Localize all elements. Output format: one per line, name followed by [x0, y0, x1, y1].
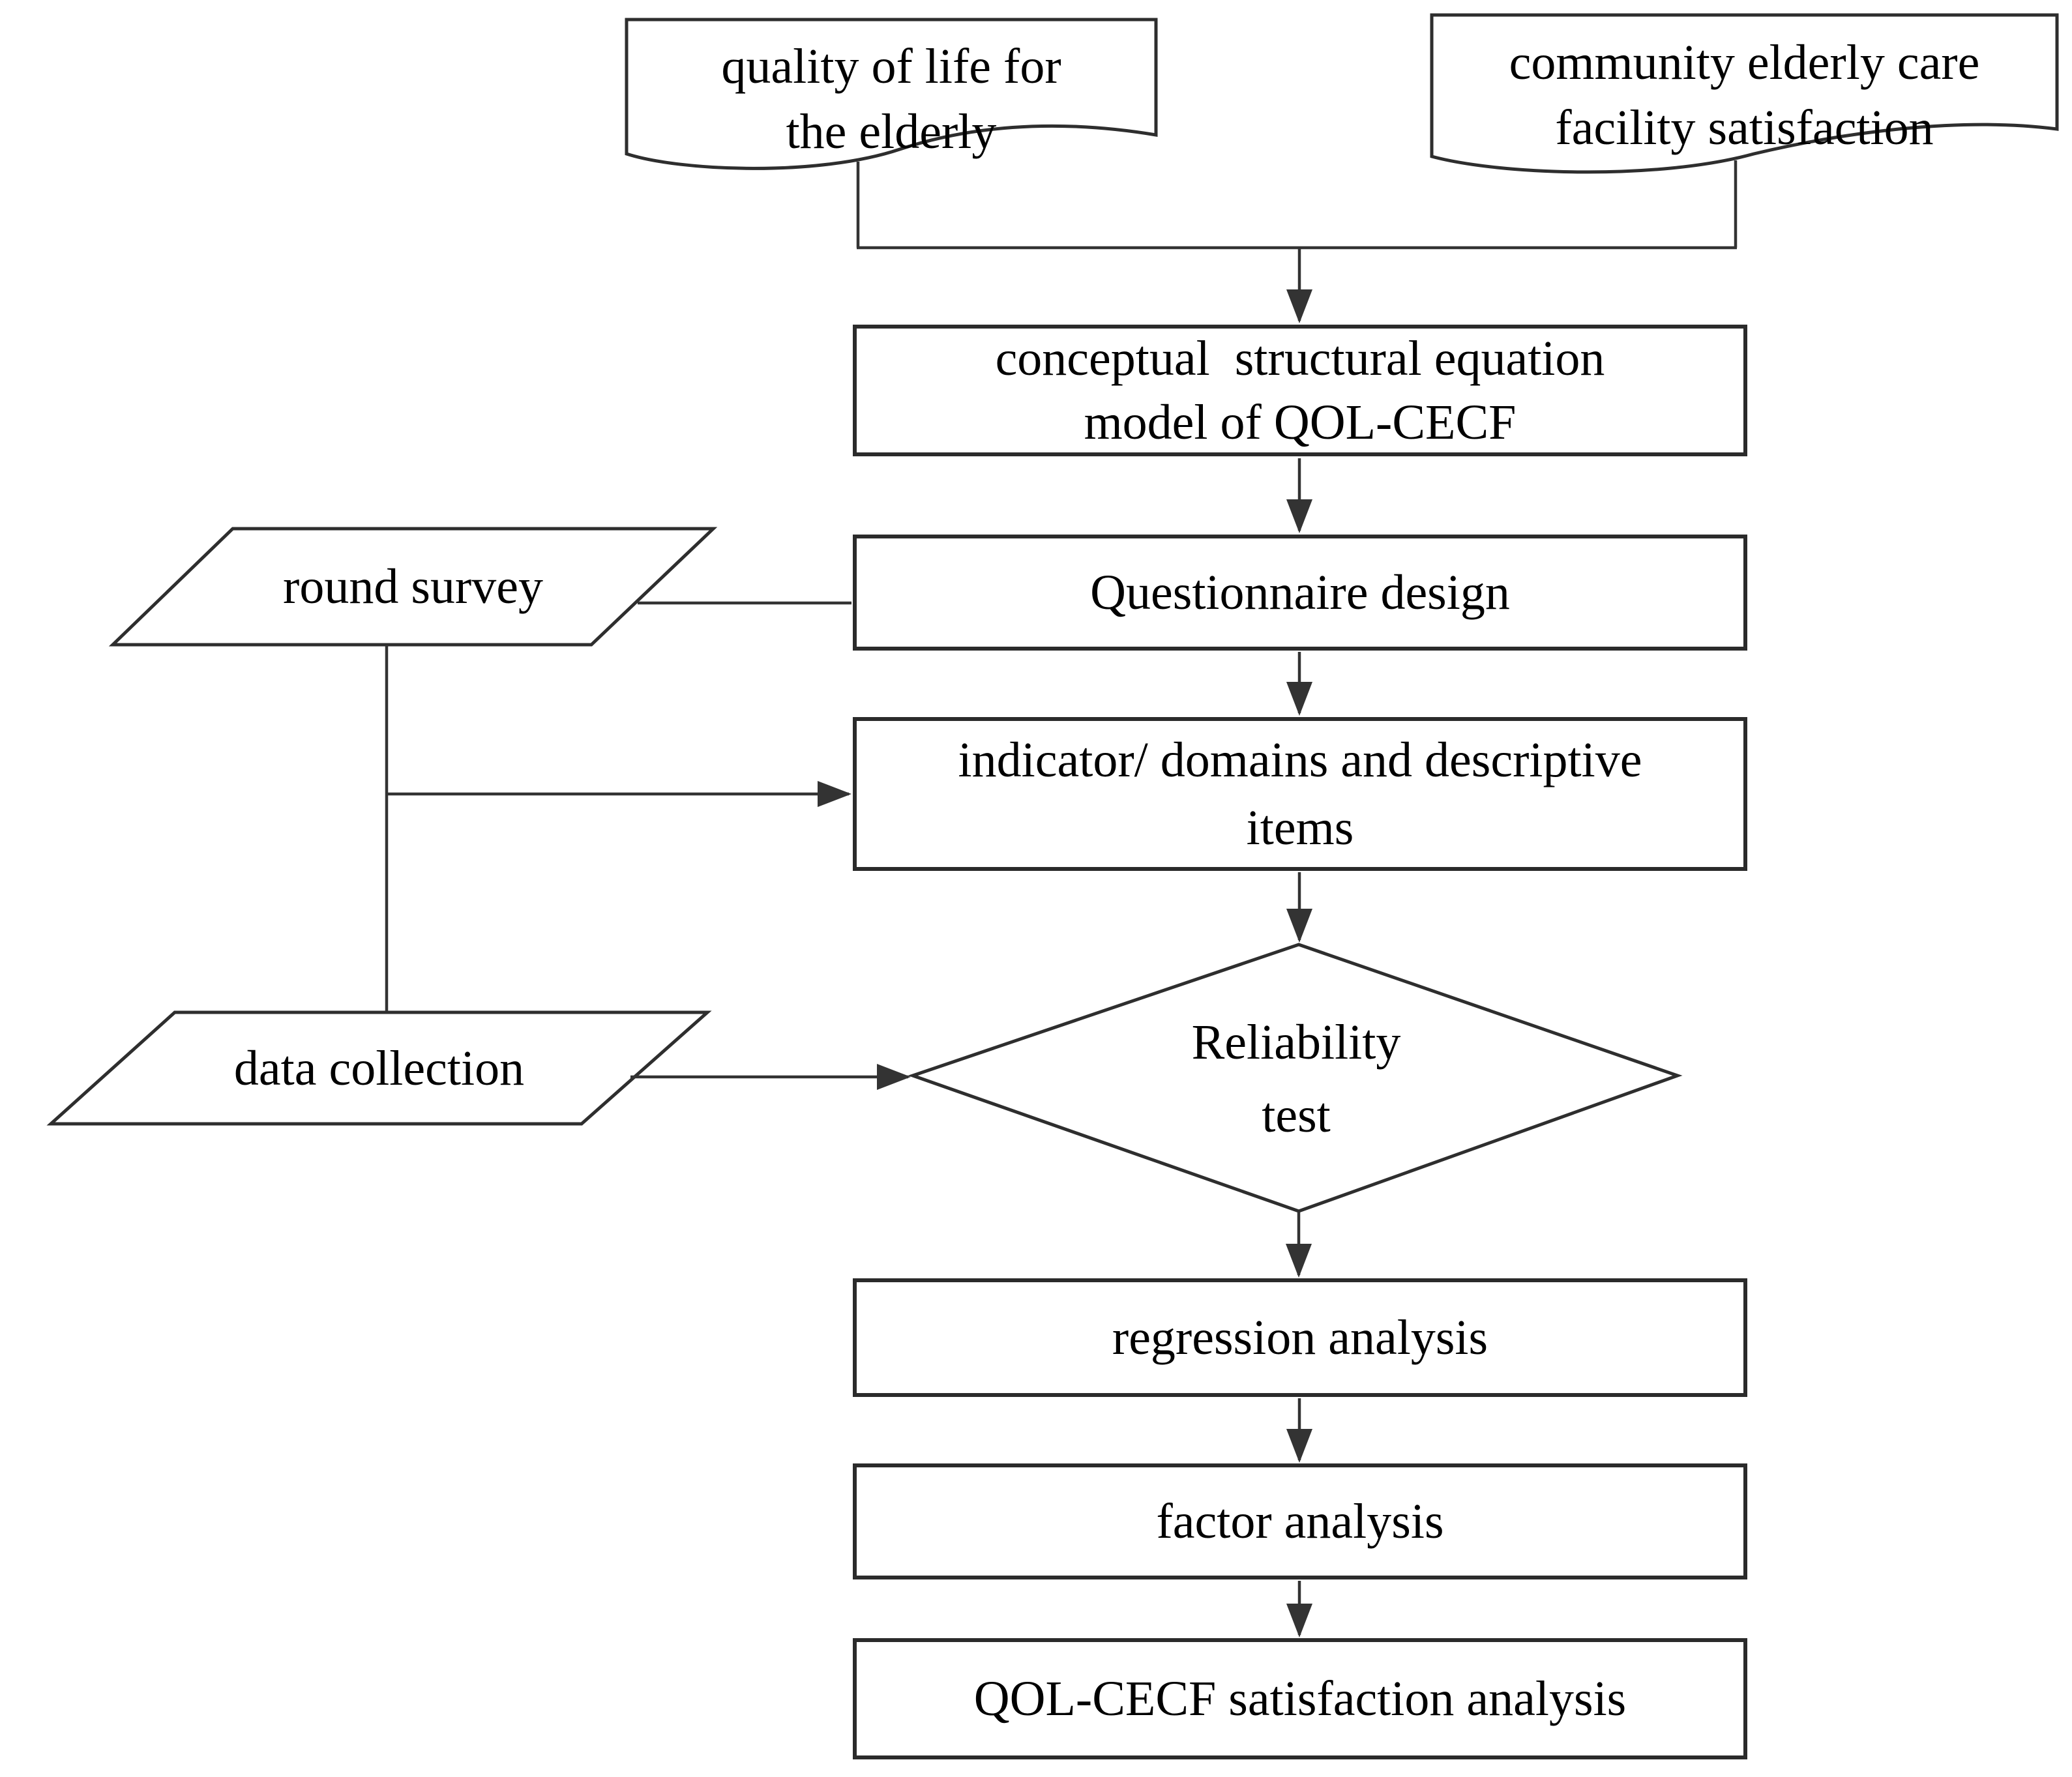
process-regression-analysis-label: regression analysis — [1112, 1310, 1488, 1365]
decision-reliability-test: Reliability test — [913, 945, 1680, 1213]
document-quality-of-life-line1: quality of life for — [721, 39, 1061, 94]
process-conceptual-model-line2: model of QOL-CECF — [1084, 395, 1517, 450]
data-round-survey: round survey — [111, 527, 715, 647]
decision-reliability-test-line2: test — [1262, 1088, 1331, 1143]
parallelogram-data-collection — [46, 1010, 712, 1126]
diamond-reliability-test — [908, 943, 1683, 1213]
document-community-care: community elderly care facility satisfac… — [1432, 30, 2057, 160]
decision-reliability-test-line1: Reliability — [1191, 1015, 1401, 1070]
process-qol-cecf-satisfaction-analysis-label: QOL-CECF satisfaction analysis — [973, 1671, 1627, 1726]
process-qol-cecf-satisfaction-analysis: QOL-CECF satisfaction analysis — [853, 1638, 1747, 1759]
data-data-collection: data collection — [49, 1010, 709, 1126]
process-conceptual-model-line1: conceptual structural equation — [995, 331, 1605, 386]
process-factor-analysis-label: factor analysis — [1156, 1494, 1444, 1549]
process-indicator-domains-line1: indicator/ domains and descriptive — [958, 733, 1642, 787]
data-round-survey-label: round survey — [283, 559, 543, 614]
parallelogram-round-survey — [108, 527, 718, 647]
document-quality-of-life-line2: the elderly — [786, 104, 997, 159]
process-indicator-domains-line2: items — [1246, 800, 1354, 855]
process-questionnaire-design-label: Questionnaire design — [1090, 565, 1510, 620]
process-questionnaire-design: Questionnaire design — [853, 535, 1747, 651]
document-community-care-line1: community elderly care — [1509, 35, 1980, 90]
process-factor-analysis: factor analysis — [853, 1463, 1747, 1579]
process-conceptual-model: conceptual structural equation model of … — [853, 325, 1747, 456]
document-shape-quality-of-life — [625, 18, 1158, 170]
document-quality-of-life: quality of life for the elderly — [625, 34, 1158, 164]
document-shape-community-care — [1430, 13, 2059, 174]
process-regression-analysis: regression analysis — [853, 1278, 1747, 1397]
document-community-care-line2: facility satisfaction — [1555, 100, 1934, 155]
process-indicator-domains: indicator/ domains and descriptive items — [853, 717, 1747, 871]
data-data-collection-label: data collection — [233, 1040, 525, 1096]
